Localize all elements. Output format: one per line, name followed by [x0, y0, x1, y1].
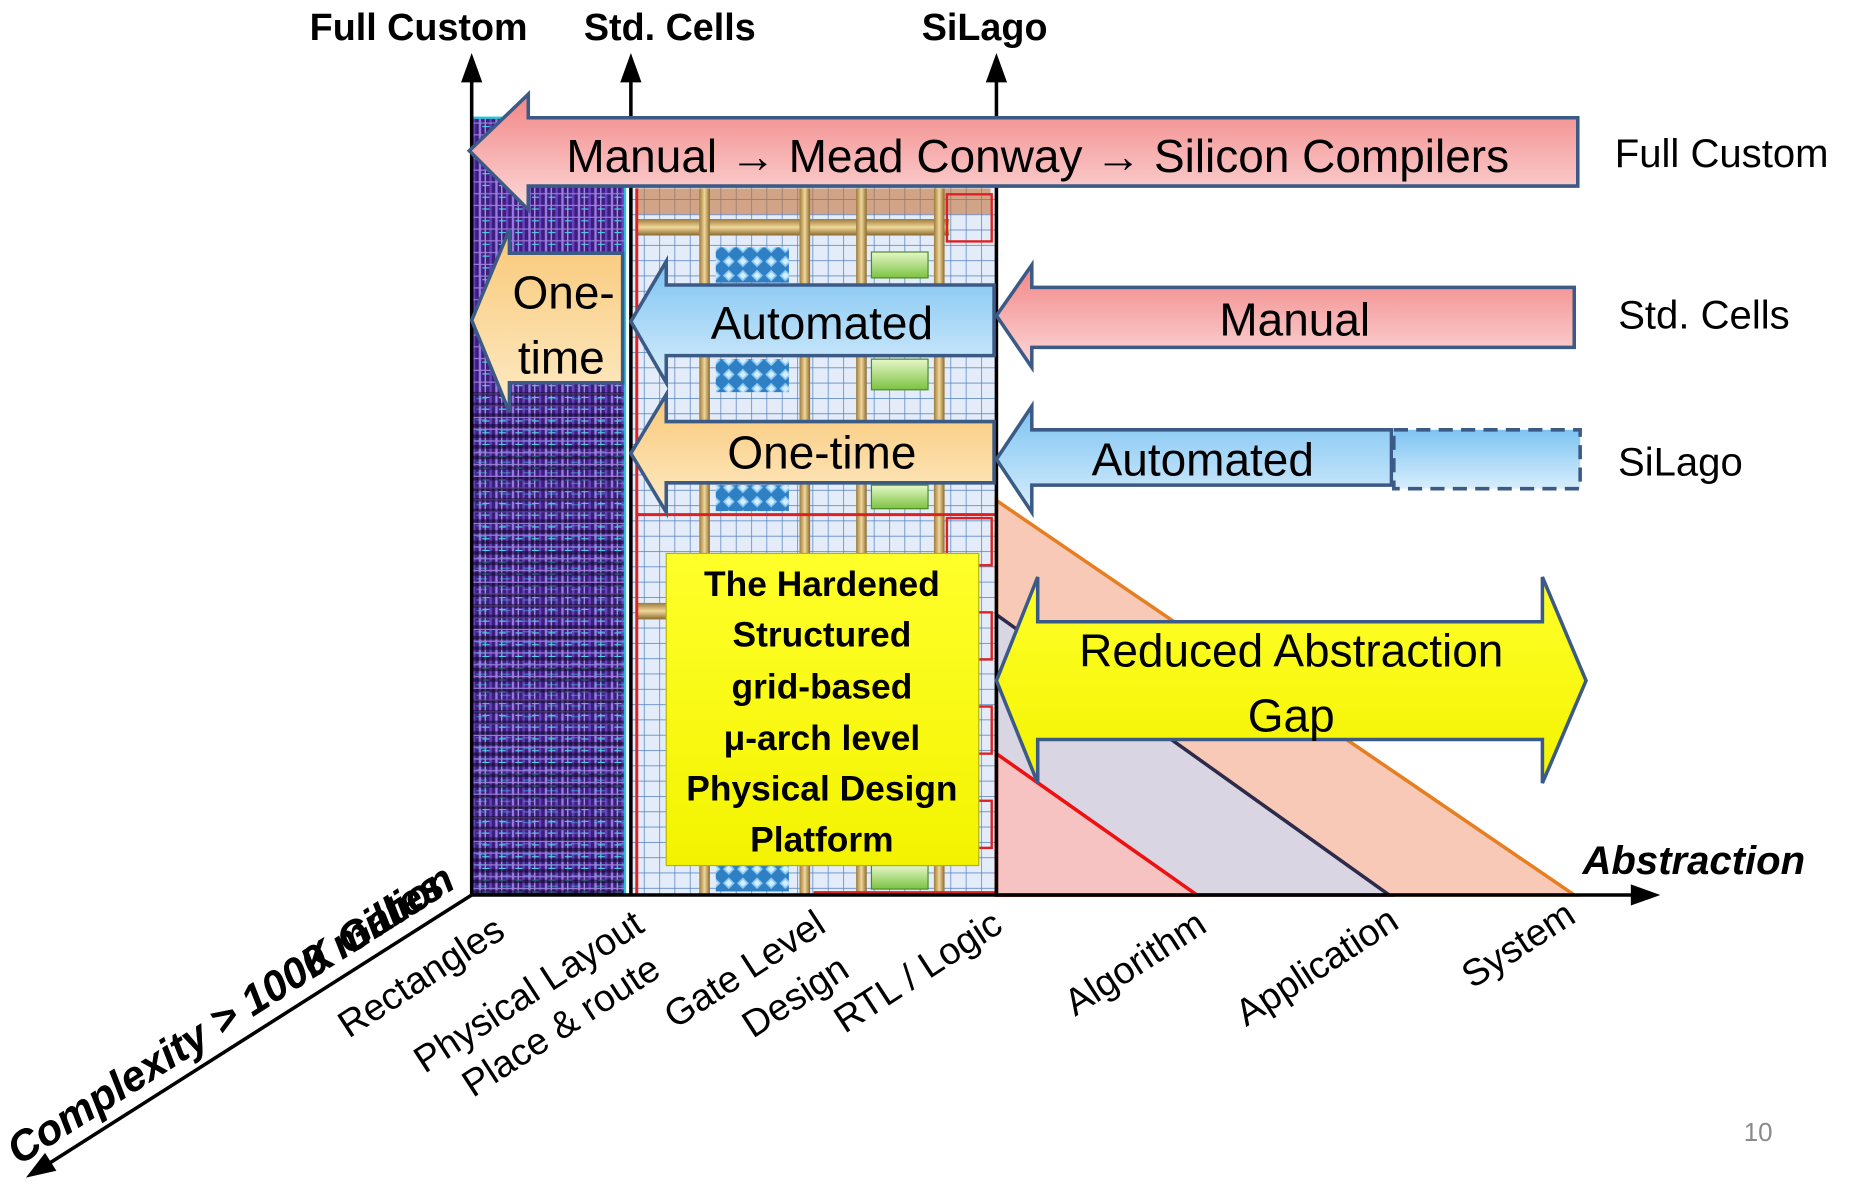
silago-automated-extension-dashed	[1392, 428, 1582, 491]
std-cells-one-time-line-2: time	[518, 331, 605, 383]
tick-application: Application	[1228, 898, 1406, 1034]
tick-algorithm: Algorithm	[1057, 902, 1213, 1024]
hardened-platform-box: The Hardened Structured grid-based μ-arc…	[665, 552, 980, 867]
silago-one-time-arrow: One-time	[628, 388, 996, 519]
std-cells-one-time-line-1: One-	[513, 267, 615, 319]
platform-line-5: Physical Design	[686, 770, 957, 809]
std-cells-automated-arrow: Automated	[628, 254, 996, 390]
full-custom-layout-texture	[470, 116, 627, 897]
std-cells-manual-label: Manual	[1219, 294, 1370, 346]
std-cells-manual-arrow: Manual	[994, 259, 1577, 374]
silago-automated-arrow: Automated	[994, 400, 1394, 519]
std-cells-axis-label: Std. Cells	[584, 6, 756, 48]
platform-line-2: Structured	[732, 616, 911, 655]
full-custom-axis-label: Full Custom	[310, 6, 528, 48]
std-cells-automated-label: Automated	[711, 297, 933, 349]
page-number: 10	[1744, 1119, 1773, 1147]
silago-row-label: SiLago	[1618, 441, 1743, 485]
tick-system: System	[1454, 892, 1582, 996]
platform-line-4: μ-arch level	[724, 719, 921, 758]
full-custom-manual-arrow: Manual → Mead Conway → Silicon Compilers	[466, 90, 1580, 214]
vertical-axis-silago	[985, 52, 1008, 895]
vertical-axis-full-custom	[461, 52, 483, 895]
silago-automated-label: Automated	[1092, 434, 1314, 486]
vertical-axis-std-cells	[620, 52, 642, 895]
abstraction-axis	[471, 884, 1661, 906]
gap-arrow-line-1: Reduced Abstraction	[1079, 625, 1503, 677]
silago-one-time-label: One-time	[727, 427, 916, 479]
abstraction-axis-title: Abstraction	[1581, 839, 1805, 883]
full-custom-row-label: Full Custom	[1615, 132, 1829, 176]
silago-axis-label: SiLago	[922, 6, 1048, 48]
platform-line-6: Platform	[750, 820, 893, 859]
std-cells-one-time-arrow: One- time	[469, 228, 625, 413]
reduced-abstraction-gap-arrow: Reduced Abstraction Gap	[994, 576, 1588, 784]
full-custom-arrow-label: Manual → Mead Conway → Silicon Compilers	[566, 130, 1509, 182]
tick-rtl-logic: RTL / Logic	[826, 902, 1009, 1041]
std-cells-row-label: Std. Cells	[1618, 294, 1789, 338]
platform-line-1: The Hardened	[704, 565, 940, 604]
platform-line-3: grid-based	[732, 667, 913, 706]
gap-arrow-line-2: Gap	[1248, 689, 1335, 741]
complexity-axis	[25, 893, 473, 1178]
